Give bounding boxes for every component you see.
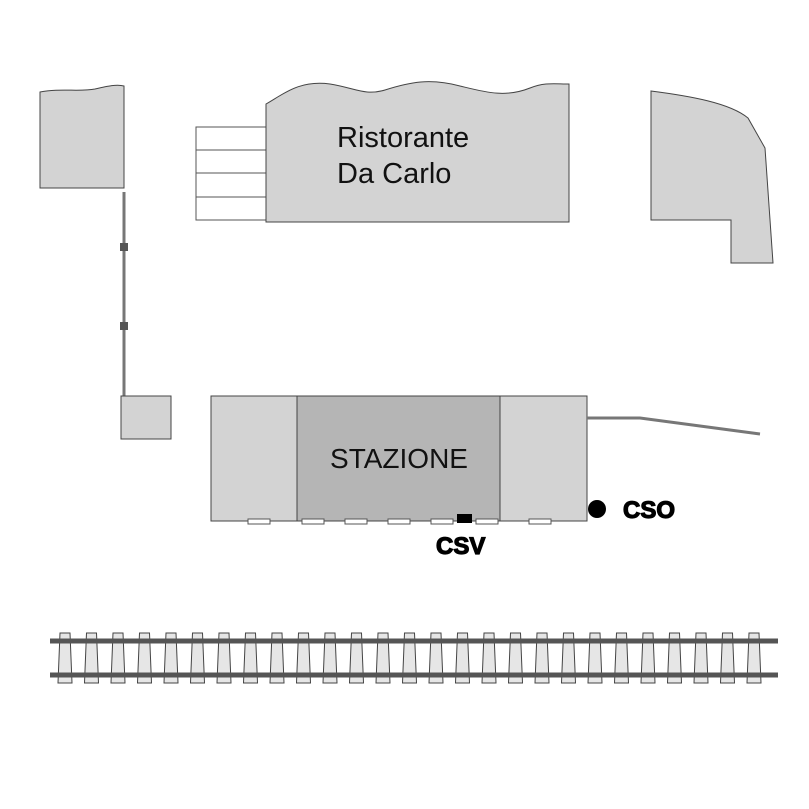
cso-label: CSO bbox=[623, 497, 675, 524]
track-sleeper bbox=[57, 632, 73, 684]
track-sleeper bbox=[666, 632, 683, 684]
track-sleeper bbox=[110, 632, 126, 684]
railway-track bbox=[50, 632, 778, 684]
track-sleeper bbox=[507, 632, 524, 684]
track-sleeper bbox=[136, 632, 153, 684]
track-sleeper bbox=[719, 632, 736, 684]
track-sleeper bbox=[295, 632, 312, 684]
csv-marker-icon bbox=[457, 514, 472, 523]
station-label: STAZIONE bbox=[330, 443, 468, 474]
track-sleeper bbox=[242, 632, 259, 684]
station-building bbox=[210, 395, 588, 522]
fence-right bbox=[587, 416, 761, 436]
track-sleeper bbox=[560, 632, 577, 684]
track-sleeper bbox=[163, 632, 179, 684]
track-sleeper bbox=[746, 632, 762, 684]
track-sleeper bbox=[216, 632, 232, 684]
small-building bbox=[120, 395, 172, 440]
track-sleeper bbox=[640, 632, 656, 684]
track-sleeper bbox=[454, 632, 471, 684]
building-top-left bbox=[39, 84, 125, 189]
cso-marker-icon bbox=[588, 500, 606, 518]
building-top-right bbox=[650, 90, 774, 264]
track-sleeper bbox=[693, 632, 709, 684]
csv-label: CSV bbox=[436, 533, 485, 560]
track-sleeper bbox=[375, 632, 391, 684]
restaurant-steps bbox=[195, 126, 267, 221]
track-sleeper bbox=[613, 632, 630, 684]
track-sleeper bbox=[348, 632, 365, 684]
fence-left bbox=[120, 192, 128, 398]
track-sleeper bbox=[322, 632, 338, 684]
track-sleeper bbox=[587, 632, 603, 684]
track-sleeper bbox=[189, 632, 206, 684]
restaurant-name-line1: Ristorante bbox=[337, 122, 469, 154]
restaurant-building bbox=[265, 81, 570, 223]
track-sleeper bbox=[534, 632, 550, 684]
track-sleeper bbox=[428, 632, 444, 684]
station-doors bbox=[247, 518, 552, 525]
track-sleeper bbox=[83, 632, 100, 684]
track-sleeper bbox=[269, 632, 285, 684]
track-sleeper bbox=[481, 632, 497, 684]
track-sleeper bbox=[401, 632, 418, 684]
restaurant-name-line2: Da Carlo bbox=[337, 158, 451, 190]
